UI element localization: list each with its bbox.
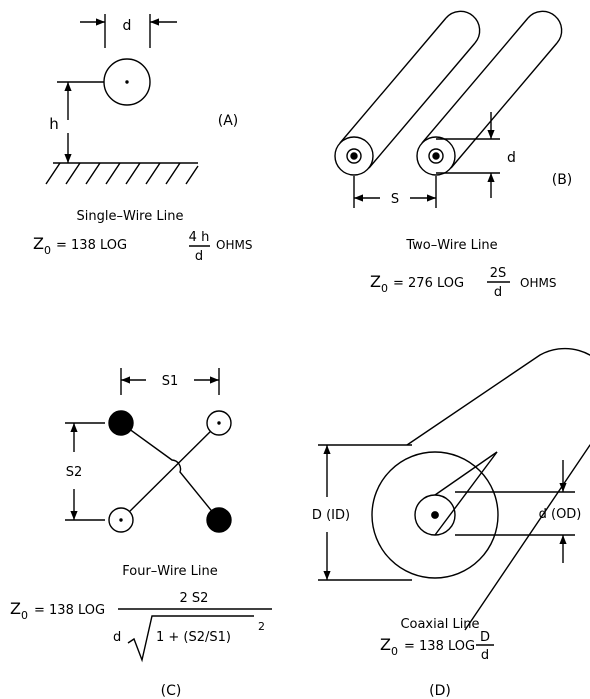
d-dim-inner-label: d (OD) xyxy=(539,507,582,522)
panel-a-tag: (A) xyxy=(218,113,239,129)
d-id-label-mask xyxy=(309,502,355,526)
wire-bottom-right-filled xyxy=(206,507,232,533)
b-formula-z: Z xyxy=(370,272,381,291)
d-formula-denominator: d xyxy=(481,648,489,663)
a-dim-d-label: d xyxy=(123,18,132,34)
c-formula-z-sub: 0 xyxy=(21,609,28,622)
wire-center-dot xyxy=(125,80,129,84)
b-formula-denominator: d xyxy=(494,285,502,300)
c-formula-den-exponent: 2 xyxy=(258,620,265,633)
c-dim-s1-label: S1 xyxy=(162,374,179,389)
wire-top-left-filled xyxy=(108,410,134,436)
c-formula-numerator: 2 S2 xyxy=(180,591,209,606)
b-formula-numerator: 2S xyxy=(490,266,507,281)
panel-c-tag: (C) xyxy=(161,683,182,699)
a-dim-h-label: h xyxy=(49,115,59,133)
conductor-crossover xyxy=(120,422,220,521)
c-formula-eq: = 138 LOG xyxy=(34,603,105,618)
wire1-conductor xyxy=(346,148,362,164)
b-formula-unit: OHMS xyxy=(520,276,556,290)
panel-c-name: Four–Wire Line xyxy=(122,564,218,579)
panel-b xyxy=(334,10,563,283)
b-dim-s-label: S xyxy=(391,192,399,207)
ground-hatch xyxy=(45,162,199,185)
wire2-center-dot xyxy=(432,152,440,160)
a-formula-numerator: 4 h xyxy=(189,230,210,245)
b-formula-eq: = 276 LOG xyxy=(393,276,464,291)
panel-d xyxy=(318,347,590,646)
panel-c xyxy=(65,368,272,663)
a-formula-eq: = 138 LOG xyxy=(56,238,127,253)
wire2-lower-edge xyxy=(450,42,558,169)
b-formula-z-sub: 0 xyxy=(381,282,388,295)
panel-d-tag: (D) xyxy=(429,683,451,699)
panel-a xyxy=(45,14,210,247)
d-formula-z-sub: 0 xyxy=(391,645,398,658)
c-formula-den-d: d xyxy=(113,630,121,645)
wire1-far-end xyxy=(445,10,481,44)
wire-bottom-left-dot xyxy=(119,518,123,522)
coax-center-dot xyxy=(431,511,439,519)
conductor-diagonal xyxy=(120,422,220,521)
panel-b-tag: (B) xyxy=(552,172,573,188)
panel-d-name: Coaxial Line xyxy=(400,617,479,632)
inner-conductor-edge-top xyxy=(434,451,498,496)
formula-c-radical xyxy=(127,615,254,663)
a-formula-denominator: d xyxy=(195,249,203,264)
panel-a-name: Single–Wire Line xyxy=(77,209,184,224)
a-formula-unit: OHMS xyxy=(216,238,252,252)
panel-b-name: Two–Wire Line xyxy=(405,238,497,253)
d-formula-numerator: D xyxy=(480,630,490,645)
c-formula-z: Z xyxy=(10,599,21,618)
c-dim-s2-label: S2 xyxy=(66,465,83,480)
d-dim-outer-label: D (ID) xyxy=(312,508,350,523)
c-formula-den-expr: 1 + (S2/S1) xyxy=(156,630,231,645)
wire1-lower-edge xyxy=(368,42,476,169)
d-formula-eq: = 138 LOG xyxy=(404,639,475,654)
a-formula-z: Z xyxy=(33,234,44,253)
wire1-upper-edge xyxy=(339,17,447,144)
a-formula-z-sub: 0 xyxy=(44,244,51,257)
wire2-conductor xyxy=(428,148,444,164)
b-dim-d-label: d xyxy=(507,150,516,166)
inner-conductor-edge-bottom xyxy=(434,451,498,536)
coax-cable-body xyxy=(406,347,590,631)
wire2-upper-edge xyxy=(421,17,529,144)
d-formula-z: Z xyxy=(380,635,391,654)
wire1-center-dot xyxy=(350,152,358,160)
wire-top-right-dot xyxy=(217,421,221,425)
wire2-far-end xyxy=(527,10,563,44)
